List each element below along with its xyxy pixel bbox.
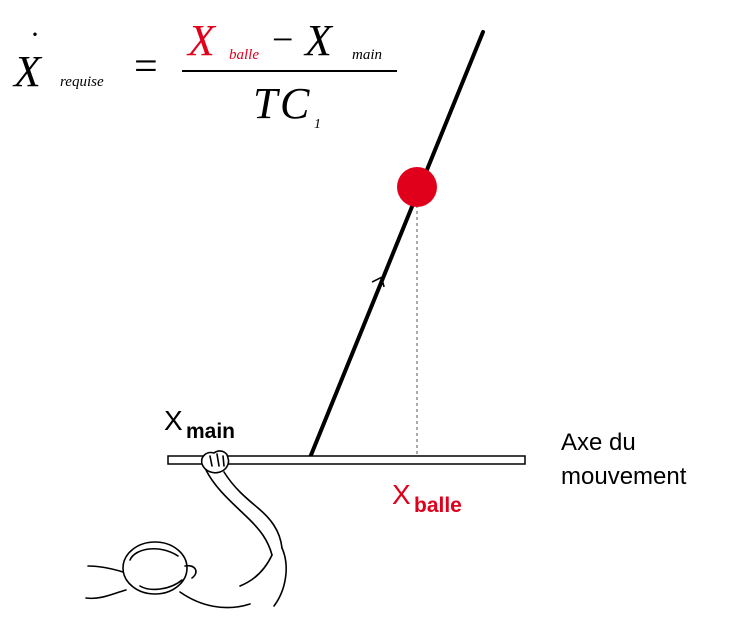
formula-lhs-symbol: X	[12, 47, 43, 96]
red-ball-icon	[397, 167, 437, 207]
label-x-main-subscript: main	[186, 420, 235, 443]
axis-label-line2: mouvement	[561, 463, 687, 490]
formula-den-subscript: 1	[314, 117, 321, 132]
formula-den-C: C	[280, 79, 310, 128]
movement-axis-bar	[167, 455, 526, 465]
formula-minus: −	[272, 19, 293, 61]
ball-trajectory-line	[307, 30, 485, 462]
formula-num-xballe-symbol: X	[186, 16, 217, 65]
formula-equals: =	[134, 44, 158, 90]
label-x-main-symbol: X	[164, 405, 183, 436]
label-x-balle-symbol: X	[392, 479, 411, 510]
formula: · X requise = X balle − X main T C 1	[12, 16, 397, 132]
formula-num-xballe-subscript: balle	[229, 47, 259, 63]
formula-lhs-dot: ·	[30, 18, 40, 51]
label-x-main: X main	[164, 405, 235, 443]
person-reaching-icon	[85, 450, 287, 609]
formula-den-T: T	[253, 79, 281, 128]
formula-num-xmain-symbol: X	[303, 16, 334, 65]
axis-label-line1: Axe du	[561, 429, 636, 456]
formula-num-xmain-subscript: main	[352, 47, 382, 63]
label-axe-du-mouvement: Axe du mouvement	[561, 429, 687, 490]
formula-lhs-subscript: requise	[60, 74, 104, 90]
label-x-balle: X balle	[392, 479, 462, 517]
arrowhead-icon	[371, 276, 385, 288]
label-x-balle-subscript: balle	[414, 494, 462, 517]
